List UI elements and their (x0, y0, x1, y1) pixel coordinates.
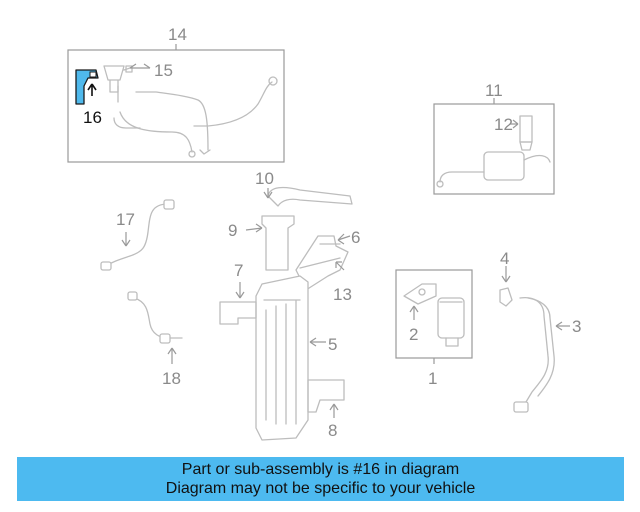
assembly-14-frame (67, 49, 285, 163)
callout-10: 10 (255, 169, 274, 188)
fill-hose-10 (267, 186, 353, 207)
pump-1 (437, 297, 465, 339)
mount-8 (307, 379, 345, 413)
callout-3: 3 (572, 317, 581, 336)
callout-5: 5 (328, 335, 337, 354)
callout-4: 4 (500, 249, 509, 268)
assembly-1: 2 1 (395, 269, 473, 388)
mount-7 (219, 301, 257, 325)
neck-9 (261, 215, 295, 271)
callout-12: 12 (494, 115, 513, 134)
callout-1: 1 (428, 369, 437, 388)
harness-17: 17 (100, 199, 175, 271)
bracket-6 (295, 235, 349, 291)
canister-5 (255, 275, 309, 441)
assembly-14: 14 15 16 (67, 25, 285, 163)
hose-3: 4 3 (499, 249, 581, 413)
vent-valve-12 (519, 115, 533, 143)
bracket-16 (75, 69, 99, 105)
callout-8: 8 (328, 421, 337, 440)
callout-18: 18 (162, 369, 181, 388)
callout-6: 6 (351, 228, 360, 247)
callout-17: 17 (116, 210, 135, 229)
assembly-11: 11 12 (433, 81, 555, 195)
callout-16: 16 (83, 108, 102, 127)
callout-15: 15 (154, 61, 173, 80)
gasket-2 (403, 283, 437, 305)
clip-4 (499, 287, 513, 307)
info-banner: Part or sub-assembly is #16 in diagram D… (17, 457, 624, 501)
callout-14: 14 (168, 25, 187, 44)
vapor-hose-main (117, 81, 273, 153)
callout-13: 13 (333, 285, 352, 304)
banner-line-1: Part or sub-assembly is #16 in diagram (181, 461, 460, 478)
banner-line-2: Diagram may not be specific to your vehi… (165, 480, 476, 497)
callout-2: 2 (409, 325, 418, 344)
callout-11: 11 (485, 81, 503, 100)
leader-16 (87, 83, 97, 96)
callout-7: 7 (234, 261, 243, 280)
purge-valve-15 (103, 65, 131, 93)
callout-9: 9 (228, 221, 237, 240)
harness-18: 18 (127, 291, 183, 388)
parts-diagram: 14 15 16 11 12 (67, 25, 581, 441)
canister-assembly: 10 9 6 7 13 5 8 (219, 169, 360, 441)
